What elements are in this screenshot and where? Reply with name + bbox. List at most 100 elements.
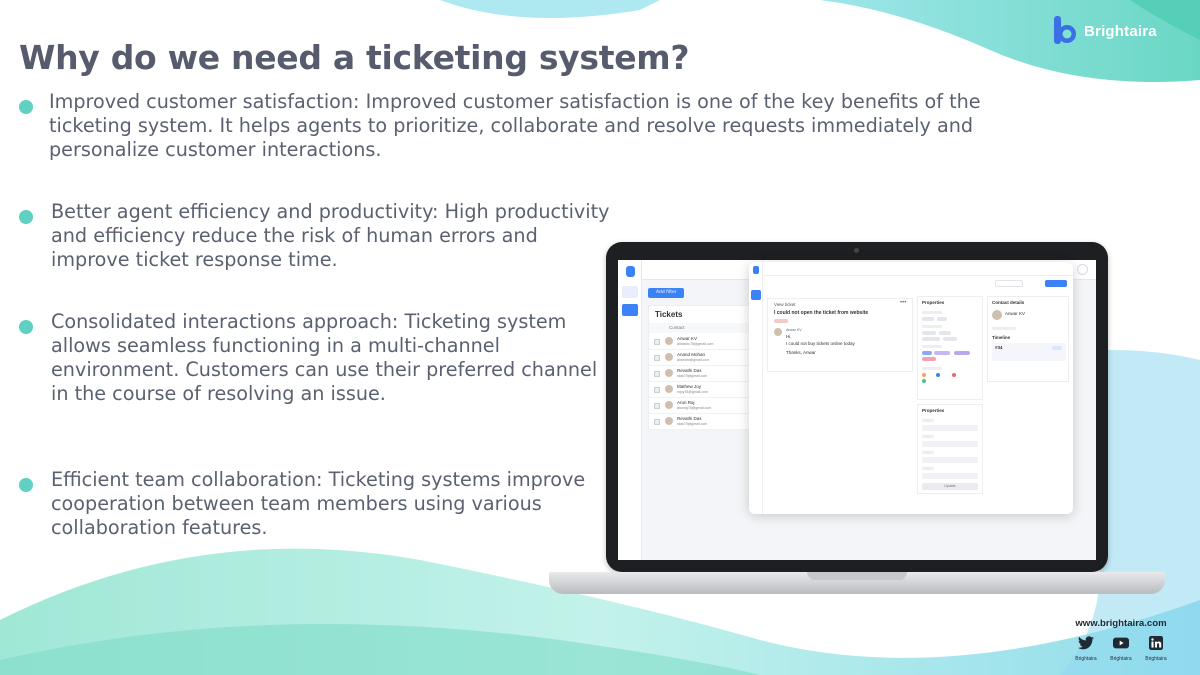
priority-select[interactable] xyxy=(922,473,978,479)
new-ticket-button[interactable] xyxy=(1045,280,1067,287)
tickets-title: Tickets xyxy=(655,310,683,319)
laptop-base xyxy=(549,572,1165,594)
avatar xyxy=(774,328,782,336)
message-body: I could not buy tickets online today xyxy=(786,341,855,346)
tickets-nav-icon[interactable] xyxy=(751,290,761,300)
timeline-title: Timeline xyxy=(992,335,1011,340)
bullet-team-collaboration: Efficient team collaboration: Ticketing … xyxy=(51,468,586,539)
twitter-label: Brightaira xyxy=(1075,656,1097,662)
status-chip xyxy=(922,357,936,361)
row-checkbox[interactable] xyxy=(654,419,660,425)
twitter-icon xyxy=(1078,636,1094,650)
brightaira-logo-icon xyxy=(1054,16,1076,44)
tag-chip xyxy=(937,317,947,321)
avatar xyxy=(992,310,1002,320)
avatar xyxy=(665,369,673,377)
priority-dot xyxy=(922,373,926,377)
linkedin-label: Brightaira xyxy=(1145,656,1167,662)
priority-dot xyxy=(952,373,956,377)
view-ticket-label: View ticket xyxy=(774,302,796,307)
status-badge xyxy=(1052,346,1062,350)
contact-email: arunraj78@gmail.com xyxy=(677,406,712,410)
avatar xyxy=(665,385,673,393)
user-icon[interactable] xyxy=(1077,264,1088,275)
contact-name: Anand Mohan xyxy=(677,352,706,357)
ticket-message-pane: View ticket ••• I could not open the tic… xyxy=(767,298,913,372)
properties-pane: Properties xyxy=(917,296,983,400)
bullet-dot xyxy=(19,100,33,114)
linkedin-link[interactable]: Brightaira xyxy=(1141,635,1171,662)
type-chip xyxy=(943,337,957,341)
bullet-agent-efficiency: Better agent efficiency and productivity… xyxy=(51,200,610,271)
status-badge xyxy=(774,319,788,323)
status-chip xyxy=(934,351,950,355)
status-select[interactable] xyxy=(922,457,978,463)
app-logo-icon xyxy=(753,266,759,274)
twitter-link[interactable]: Brightaira xyxy=(1071,635,1101,662)
contact-details-pane: Contact details Anwar KV Timeline #34 xyxy=(987,296,1069,382)
dashboard-icon[interactable] xyxy=(622,286,638,298)
linkedin-icon xyxy=(1149,636,1163,650)
properties-edit-pane: Properties Update xyxy=(917,404,983,494)
contact-name: Revathi Das xyxy=(677,416,702,421)
ticket-number: #34 xyxy=(995,345,1003,350)
bullet-dot xyxy=(19,210,33,224)
ticket-detail-window: View ticket ••• I could not open the tic… xyxy=(749,262,1073,514)
contact-name: Revathi Das xyxy=(677,368,702,373)
type-chip xyxy=(939,331,951,335)
laptop-mockup: English Add filter Tickets Contact Subje… xyxy=(549,240,1165,600)
website-link[interactable]: www.brightaira.com xyxy=(1075,618,1167,629)
search-input[interactable] xyxy=(995,280,1023,287)
avatar xyxy=(665,337,673,345)
contact-email: anandm@gmail.com xyxy=(677,358,710,362)
properties-title: Properties xyxy=(922,300,945,305)
avatar xyxy=(665,353,673,361)
contact-name: Anwar KV xyxy=(1005,311,1026,316)
row-checkbox[interactable] xyxy=(654,387,660,393)
tags-field[interactable] xyxy=(922,425,978,431)
modal-sidebar xyxy=(749,262,763,514)
properties-title: Properties xyxy=(922,408,945,413)
status-chip xyxy=(954,351,970,355)
message-greeting: Hi, xyxy=(786,334,792,339)
laptop-notch xyxy=(807,572,907,580)
bullet-dot xyxy=(19,320,33,334)
type-select[interactable] xyxy=(922,441,978,447)
modal-topbar xyxy=(763,262,1073,276)
timeline-item[interactable]: #34 xyxy=(992,343,1066,361)
contact-email: rdas79@gmail.com xyxy=(677,422,708,426)
bullet-customer-satisfaction: Improved customer satisfaction: Improved… xyxy=(49,90,981,161)
app-sidebar xyxy=(618,260,642,560)
bullet-dot xyxy=(19,478,33,492)
avatar xyxy=(665,417,673,425)
contact-name: Anwar KV xyxy=(677,336,698,341)
bullet-consolidated-interactions: Consolidated interactions approach: Tick… xyxy=(51,310,598,405)
youtube-link[interactable]: Brightaira xyxy=(1106,635,1136,662)
more-icon[interactable]: ••• xyxy=(900,300,907,306)
youtube-label: Brightaira xyxy=(1110,656,1132,662)
update-button[interactable]: Update xyxy=(922,483,978,490)
column-contact: Contact xyxy=(669,325,685,330)
contact-details-title: Contact details xyxy=(992,300,1025,305)
type-chip xyxy=(922,331,936,335)
row-checkbox[interactable] xyxy=(654,339,660,345)
brand-name: Brightaira xyxy=(1084,22,1157,40)
tag-chip xyxy=(922,317,934,321)
contact-email: mjoy78@gmail.com xyxy=(677,390,708,394)
priority-dot xyxy=(936,373,940,377)
contact-name: Mathew Joy xyxy=(677,384,702,389)
row-checkbox[interactable] xyxy=(654,371,660,377)
ticket-title: I could not open the ticket from website xyxy=(774,310,869,316)
message-signature: Thanks, Anwar xyxy=(786,350,816,355)
sender-name: Anwar KV xyxy=(786,328,802,332)
page-title: Why do we need a ticketing system? xyxy=(19,38,690,77)
row-checkbox[interactable] xyxy=(654,355,660,361)
contact-email: rdas79@gmail.com xyxy=(677,374,708,378)
tickets-nav-icon[interactable] xyxy=(622,304,638,316)
app-logo-icon xyxy=(626,266,635,277)
row-checkbox[interactable] xyxy=(654,403,660,409)
type-chip xyxy=(922,337,940,341)
add-filter-button[interactable]: Add filter xyxy=(648,288,684,298)
status-chip xyxy=(922,351,932,355)
brand-logo: Brightaira xyxy=(1054,16,1157,46)
